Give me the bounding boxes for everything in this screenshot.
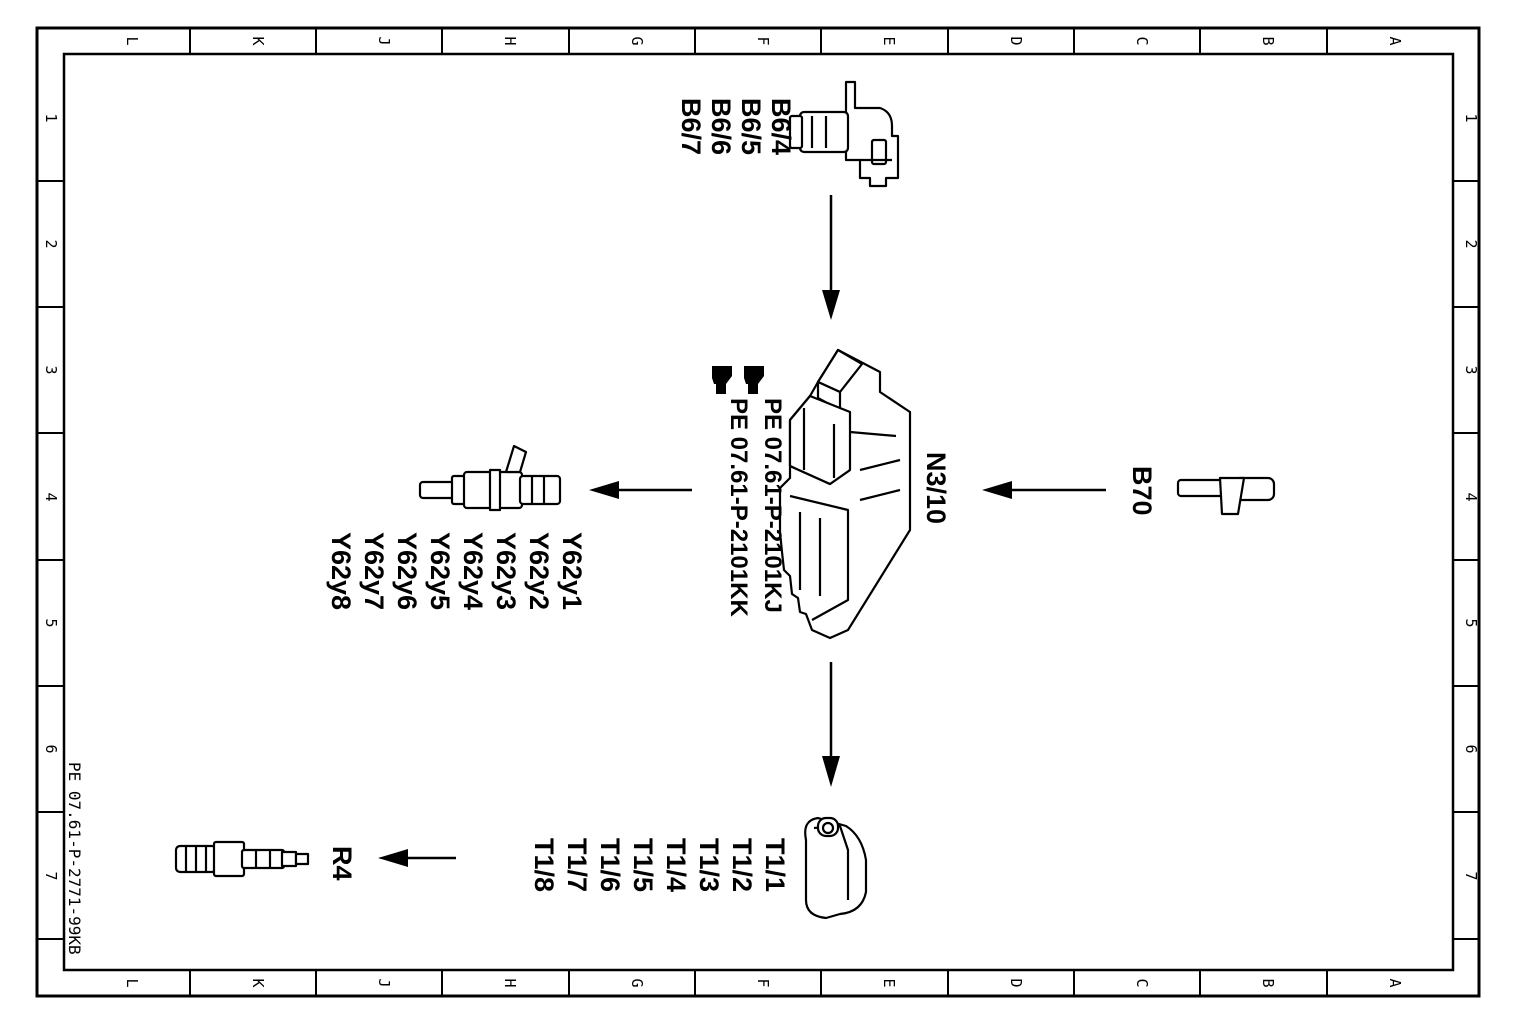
coil-label: T1/2 — [727, 838, 757, 892]
reference-text: PE 07.61-P-2101KK — [725, 398, 752, 617]
grid-row-label: 4 — [1462, 492, 1480, 501]
coil-label: T1/3 — [694, 838, 724, 892]
grid-column-label: A — [1386, 978, 1404, 987]
grid-row-label: 6 — [1462, 744, 1480, 753]
outer-frame — [35, 26, 1481, 998]
grid-column-label: A — [1386, 36, 1404, 45]
fuel-injector-icon — [418, 444, 562, 512]
grid-column-label: C — [1133, 36, 1151, 45]
grid-row-label: 3 — [42, 365, 60, 374]
grid-row-label: 1 — [1462, 113, 1480, 122]
sensor-label: B6/7 — [676, 98, 706, 155]
grid-column-label: E — [880, 978, 898, 987]
pointing-hand-icon — [744, 366, 764, 394]
spark-plug-label: R4 — [327, 846, 357, 881]
coil-label: T1/7 — [562, 838, 592, 892]
grid-column-label: J — [375, 978, 393, 987]
ignition-coil-icon — [804, 816, 868, 920]
sensor-label: B6/5 — [736, 98, 766, 155]
engine-control-unit-icon — [778, 348, 912, 640]
grid-column-label: D — [1007, 36, 1025, 45]
inner-frame — [62, 52, 1455, 972]
injector-label: Y62y1 — [557, 532, 587, 610]
grid-column-label: L — [123, 978, 141, 987]
grid-row-label: 2 — [42, 239, 60, 248]
grid-column-label: B — [1259, 36, 1277, 45]
grid-column-label: E — [880, 36, 898, 45]
grid-row-label: 5 — [1462, 618, 1480, 627]
grid-row-label: 7 — [1462, 871, 1480, 880]
grid-column-label: F — [754, 978, 772, 987]
injector-label: Y62y3 — [491, 532, 521, 610]
spark-plug-icon — [174, 840, 310, 878]
grid-row-label: 4 — [42, 492, 60, 501]
grid-row-label: 2 — [1462, 239, 1480, 248]
arrow-left-head — [982, 481, 1012, 499]
crankshaft-sensor-icon — [1176, 476, 1276, 516]
coil-label: T1/1 — [760, 838, 790, 892]
grid-column-label: C — [1133, 978, 1151, 987]
reference-text: PE 07.61-P-2101KJ — [759, 398, 786, 613]
signal-arrows — [378, 195, 1106, 867]
grid-column-label: K — [249, 978, 267, 987]
injector-label: Y62y5 — [425, 532, 455, 610]
grid-column-label: L — [123, 36, 141, 45]
sensor-label: B6/4 — [766, 98, 796, 155]
grid-row-label: 1 — [42, 113, 60, 122]
grid-row-label: 7 — [42, 871, 60, 880]
coil-label: T1/4 — [661, 838, 691, 892]
injector-label: Y62y7 — [359, 532, 389, 610]
pointing-hand-icon — [712, 366, 732, 394]
injector-label: Y62y2 — [524, 532, 554, 610]
row-ticks — [37, 180, 1479, 940]
column-ticks — [189, 28, 1328, 996]
grid-column-label: D — [1007, 978, 1025, 987]
grid-column-label: F — [754, 36, 772, 45]
grid-column-label: H — [501, 978, 519, 987]
component-labels: B6/4B6/5B6/6B6/7N3/10 PE 07.61-P-2101KJ PE… — [65, 98, 1157, 955]
control-unit-label: N3/10 — [921, 452, 951, 524]
coil-label: T1/6 — [595, 838, 625, 892]
crank-sensor-label: B70 — [1127, 466, 1157, 516]
sensor-label: B6/6 — [706, 98, 736, 155]
injector-label: Y62y8 — [326, 532, 356, 610]
grid-labels: L L K K J J H H G G F F E E D D C C B B A A 1 1 2 2 3 3 4 4 5 5 6 6 7 7 — [42, 36, 1480, 987]
grid-column-label: G — [628, 978, 646, 987]
grid-column-label: K — [249, 36, 267, 45]
coil-label: T1/5 — [628, 838, 658, 892]
injector-label: Y62y4 — [458, 532, 488, 610]
injector-label: Y62y6 — [392, 532, 422, 610]
drawing-reference: PE 07.61-P-2771-99KB — [65, 762, 84, 955]
grid-column-label: G — [628, 36, 646, 45]
arrow-down-head — [822, 756, 840, 787]
camshaft-sensor-icon — [788, 80, 900, 188]
coil-label: T1/8 — [529, 838, 559, 892]
grid-row-label: 5 — [42, 618, 60, 627]
arrow-left-head — [589, 481, 619, 499]
arrow-down-head — [822, 290, 840, 320]
grid-column-label: J — [375, 36, 393, 45]
grid-row-label: 3 — [1462, 365, 1480, 374]
grid-row-label: 6 — [42, 744, 60, 753]
grid-column-label: B — [1259, 978, 1277, 987]
grid-column-label: H — [501, 36, 519, 45]
arrow-left-head — [378, 849, 408, 867]
